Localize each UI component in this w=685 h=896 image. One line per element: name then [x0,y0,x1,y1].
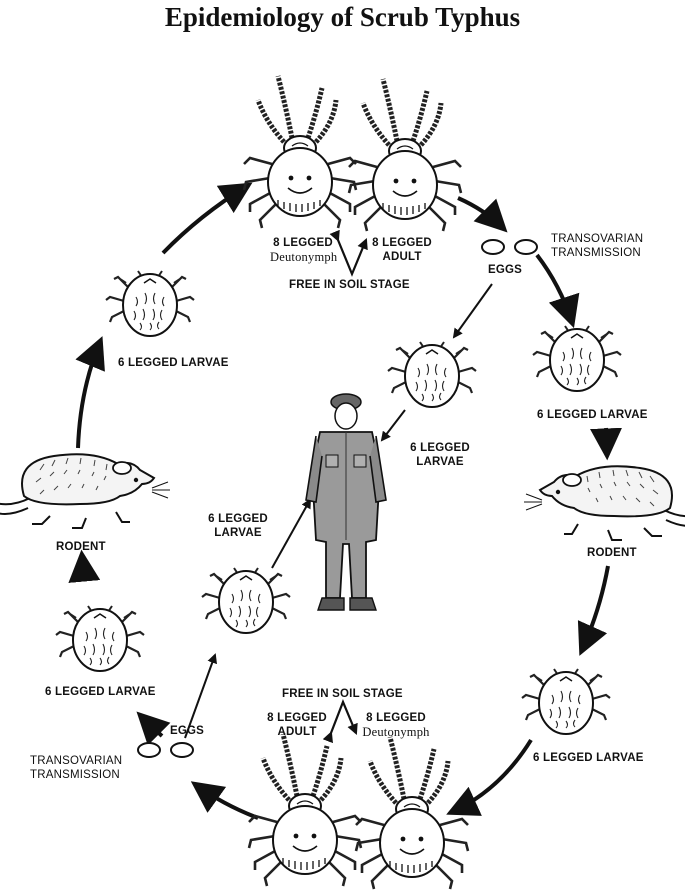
bottom-free-soil-label: FREE IN SOIL STAGE [282,688,403,700]
free-soil-v-top [329,229,368,277]
arrow-bottom-eggs-to-larvae [184,653,217,739]
left-rodent-label: RODENT [56,541,106,553]
top-adult-label: 8 LEGGED ADULT [372,237,432,263]
center-left-larvae-label: 6 LEGGED LARVAE [208,513,268,539]
arrow-top-adult-to-eggs [457,196,508,233]
top-nymph-label: 8 LEGGED Deutonymph [270,237,338,264]
left-rodent [0,453,171,529]
right-lower-larva [520,667,612,736]
bottom-deutonymph-mite [356,737,468,889]
arrow-bottom-to-eggs [190,781,259,820]
bottom-adult-label: 8 LEGGED ADULT [267,712,327,738]
human-soldier-figure [305,393,387,611]
diagram-title: Epidemiology of Scrub Typhus [164,2,521,32]
center-right-larvae-label: 6 LEGGED LARVAE [410,442,470,468]
arrow-eggs-to-right-larvae [535,253,580,329]
top-adult-mite [349,79,461,231]
arrow-left-larvae-to-top [161,182,253,255]
bottom-adult-mite [249,734,361,886]
left-upper-larvae-label: 6 LEGGED LARVAE [118,357,229,369]
left-lower-larva [54,604,146,673]
arrow-right-rodent-to-larvae [577,565,610,656]
right-upper-larvae-label: 6 LEGGED LARVAE [537,409,648,421]
arrow-right-larvae-to-bottom [446,738,533,816]
arrow-left-larvae-to-human [271,498,311,569]
left-lower-larvae-label: 6 LEGGED LARVAE [45,686,156,698]
right-rodent [523,465,685,541]
right-upper-larva [531,324,623,393]
bottom-eggs-icon [137,742,194,758]
arrow-rodent-to-left-larvae [75,336,105,449]
top-free-soil-label: FREE IN SOIL STAGE [289,279,410,291]
arrow-eggs-to-left-larvae [136,711,171,746]
top-transovarian-label: TRANSOVARIAN TRANSMISSION [551,233,644,259]
bottom-eggs-label: EGGS [170,725,205,737]
free-soil-v-bottom [322,699,358,744]
center-left-larva [200,566,292,635]
top-eggs-icon [481,239,538,255]
right-lower-larvae-label: 6 LEGGED LARVAE [533,752,644,764]
arrow-center-larvae-to-human [380,409,406,442]
arrow-eggs-to-center-larvae [452,283,493,339]
arrow-left-larvae-to-rodent [68,549,101,583]
bottom-nymph-label: 8 LEGGED Deutonymph [362,712,430,739]
top-eggs-label: EGGS [488,264,523,276]
bottom-transovarian-label: TRANSOVARIAN TRANSMISSION [30,755,123,781]
center-right-larva [386,340,478,409]
top-deutonymph-mite [244,76,356,228]
right-rodent-label: RODENT [587,547,637,559]
arrow-right-larvae-to-rodent [590,427,623,461]
left-upper-larva [104,269,196,338]
